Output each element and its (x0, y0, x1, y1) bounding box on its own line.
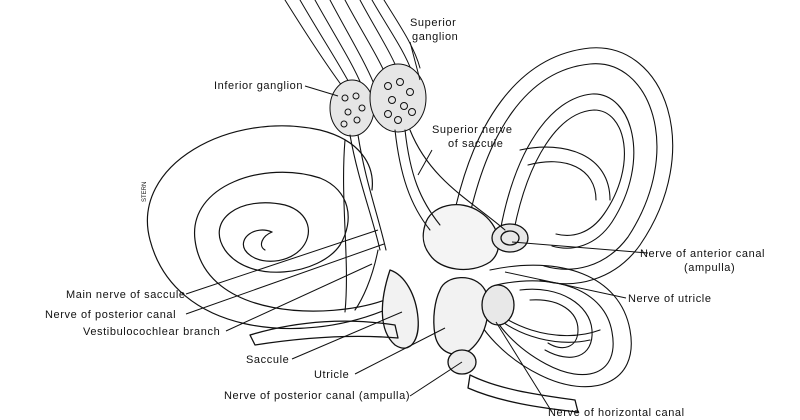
anterior-canal (449, 47, 674, 285)
leader-lines (185, 41, 649, 413)
label-nerve-anterior-canal-line2: (ampulla) (684, 262, 735, 274)
label-nerve-of-utricle: Nerve of utricle (628, 293, 712, 305)
label-superior-nerve-saccule-line2: of saccule (448, 138, 504, 150)
superior-ganglion (369, 63, 427, 133)
inferior-ganglion (329, 79, 375, 137)
label-nerve-horizontal-canal: Nerve of horizontal canal (548, 407, 685, 419)
label-saccule: Saccule (246, 354, 289, 366)
label-superior-ganglion-line2: ganglion (412, 31, 458, 43)
label-utricle: Utricle (314, 369, 349, 381)
label-nerve-anterior-canal-line1: Nerve of anterior canal (640, 248, 765, 260)
nerve-branches (343, 129, 506, 313)
label-nerve-posterior-canal: Nerve of posterior canal (45, 309, 176, 321)
label-superior-nerve-saccule-line1: Superior nerve (432, 124, 513, 136)
label-superior-ganglion-line1: Superior (410, 17, 456, 29)
posterior-canal (469, 264, 632, 388)
label-vestibulocochlear-branch: Vestibulocochlear branch (83, 326, 220, 338)
vestibule (249, 204, 579, 413)
label-nerve-posterior-canal-ampulla: Nerve of posterior canal (ampulla) (224, 390, 410, 402)
artist-signature: STERN (142, 182, 148, 202)
label-inferior-ganglion: Inferior ganglion (214, 80, 303, 92)
label-main-nerve-saccule: Main nerve of saccule (66, 289, 186, 301)
